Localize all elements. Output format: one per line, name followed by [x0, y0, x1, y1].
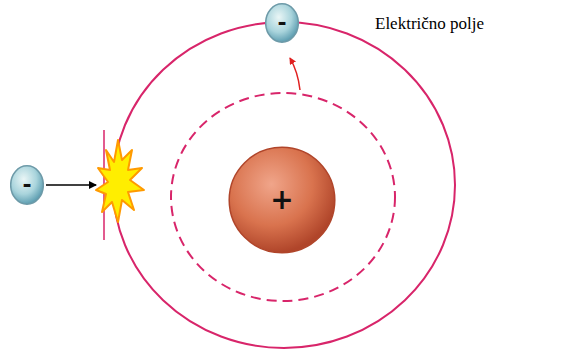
- impact-burst: [96, 140, 144, 222]
- charge-sign: -: [22, 174, 31, 196]
- charge-sign: -: [277, 12, 286, 34]
- outer-orbit: [113, 22, 455, 348]
- nucleus: +: [227, 145, 337, 255]
- incoming-arrow: [46, 184, 96, 186]
- field-label: Električno polje: [375, 14, 484, 34]
- electron: -: [265, 3, 299, 43]
- inner-orbit: [171, 93, 395, 301]
- transition-arrow: [290, 58, 300, 90]
- electron: -: [10, 165, 44, 205]
- charge-sign: +: [270, 186, 293, 214]
